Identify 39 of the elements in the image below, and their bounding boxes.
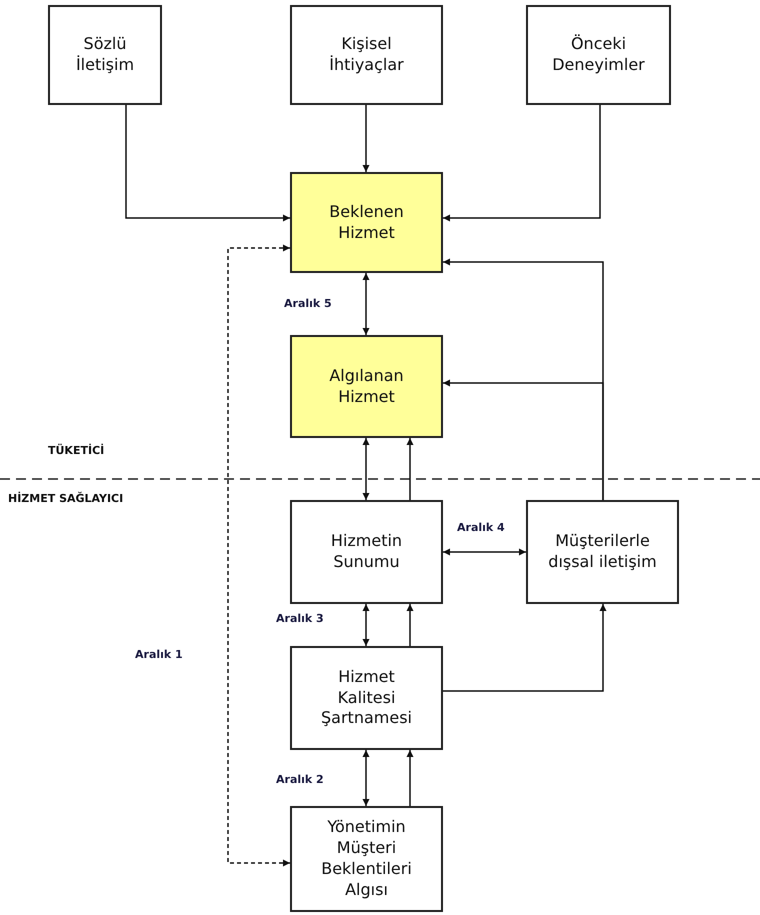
box-label: Müşterilerle dışsal iletişim: [547, 531, 658, 573]
process-box: [290, 500, 443, 604]
box-label: Hizmetin Sunumu: [330, 531, 404, 573]
arrow: [443, 604, 606, 692]
process-box: [48, 5, 162, 105]
edge-label: Aralık 2: [274, 773, 326, 786]
dashed-arrow: [227, 244, 290, 866]
process-box: [290, 806, 443, 912]
arrow: [362, 750, 370, 806]
arrow: [362, 273, 370, 335]
box-label: Yönetimin Müşteri Beklentileri Algısı: [320, 817, 413, 901]
box-label: Sözlü İletişim: [74, 34, 136, 76]
arrow: [125, 105, 290, 222]
edge-label: Aralık 1: [133, 648, 185, 661]
process-box: [290, 335, 443, 438]
section-label: TÜKETİCİ: [48, 444, 104, 457]
arrow: [443, 380, 604, 500]
box-label: Önceki Deneyimler: [551, 34, 646, 76]
arrow: [362, 604, 370, 646]
process-box: [526, 500, 679, 604]
box-label: Hizmet Kalitesi Şartnamesi: [320, 666, 413, 730]
process-box: [290, 5, 443, 105]
arrow: [406, 438, 414, 500]
arrow: [443, 105, 601, 222]
process-box: [290, 646, 443, 750]
box-label: Kişisel İhtiyaçlar: [328, 34, 405, 76]
arrow: [362, 438, 370, 500]
arrow: [443, 548, 526, 556]
box-label: Algılanan Hizmet: [328, 366, 405, 408]
arrow: [362, 105, 370, 172]
process-box: [526, 5, 671, 105]
arrow: [406, 604, 414, 646]
edge-label: Aralık 5: [282, 297, 334, 310]
process-box: [290, 172, 443, 273]
edge-label: Aralık 3: [274, 612, 326, 625]
edge-label: Aralık 4: [455, 521, 507, 534]
section-label: HİZMET SAĞLAYICI: [8, 492, 124, 505]
arrow: [406, 750, 414, 806]
box-label: Beklenen Hizmet: [328, 202, 405, 244]
